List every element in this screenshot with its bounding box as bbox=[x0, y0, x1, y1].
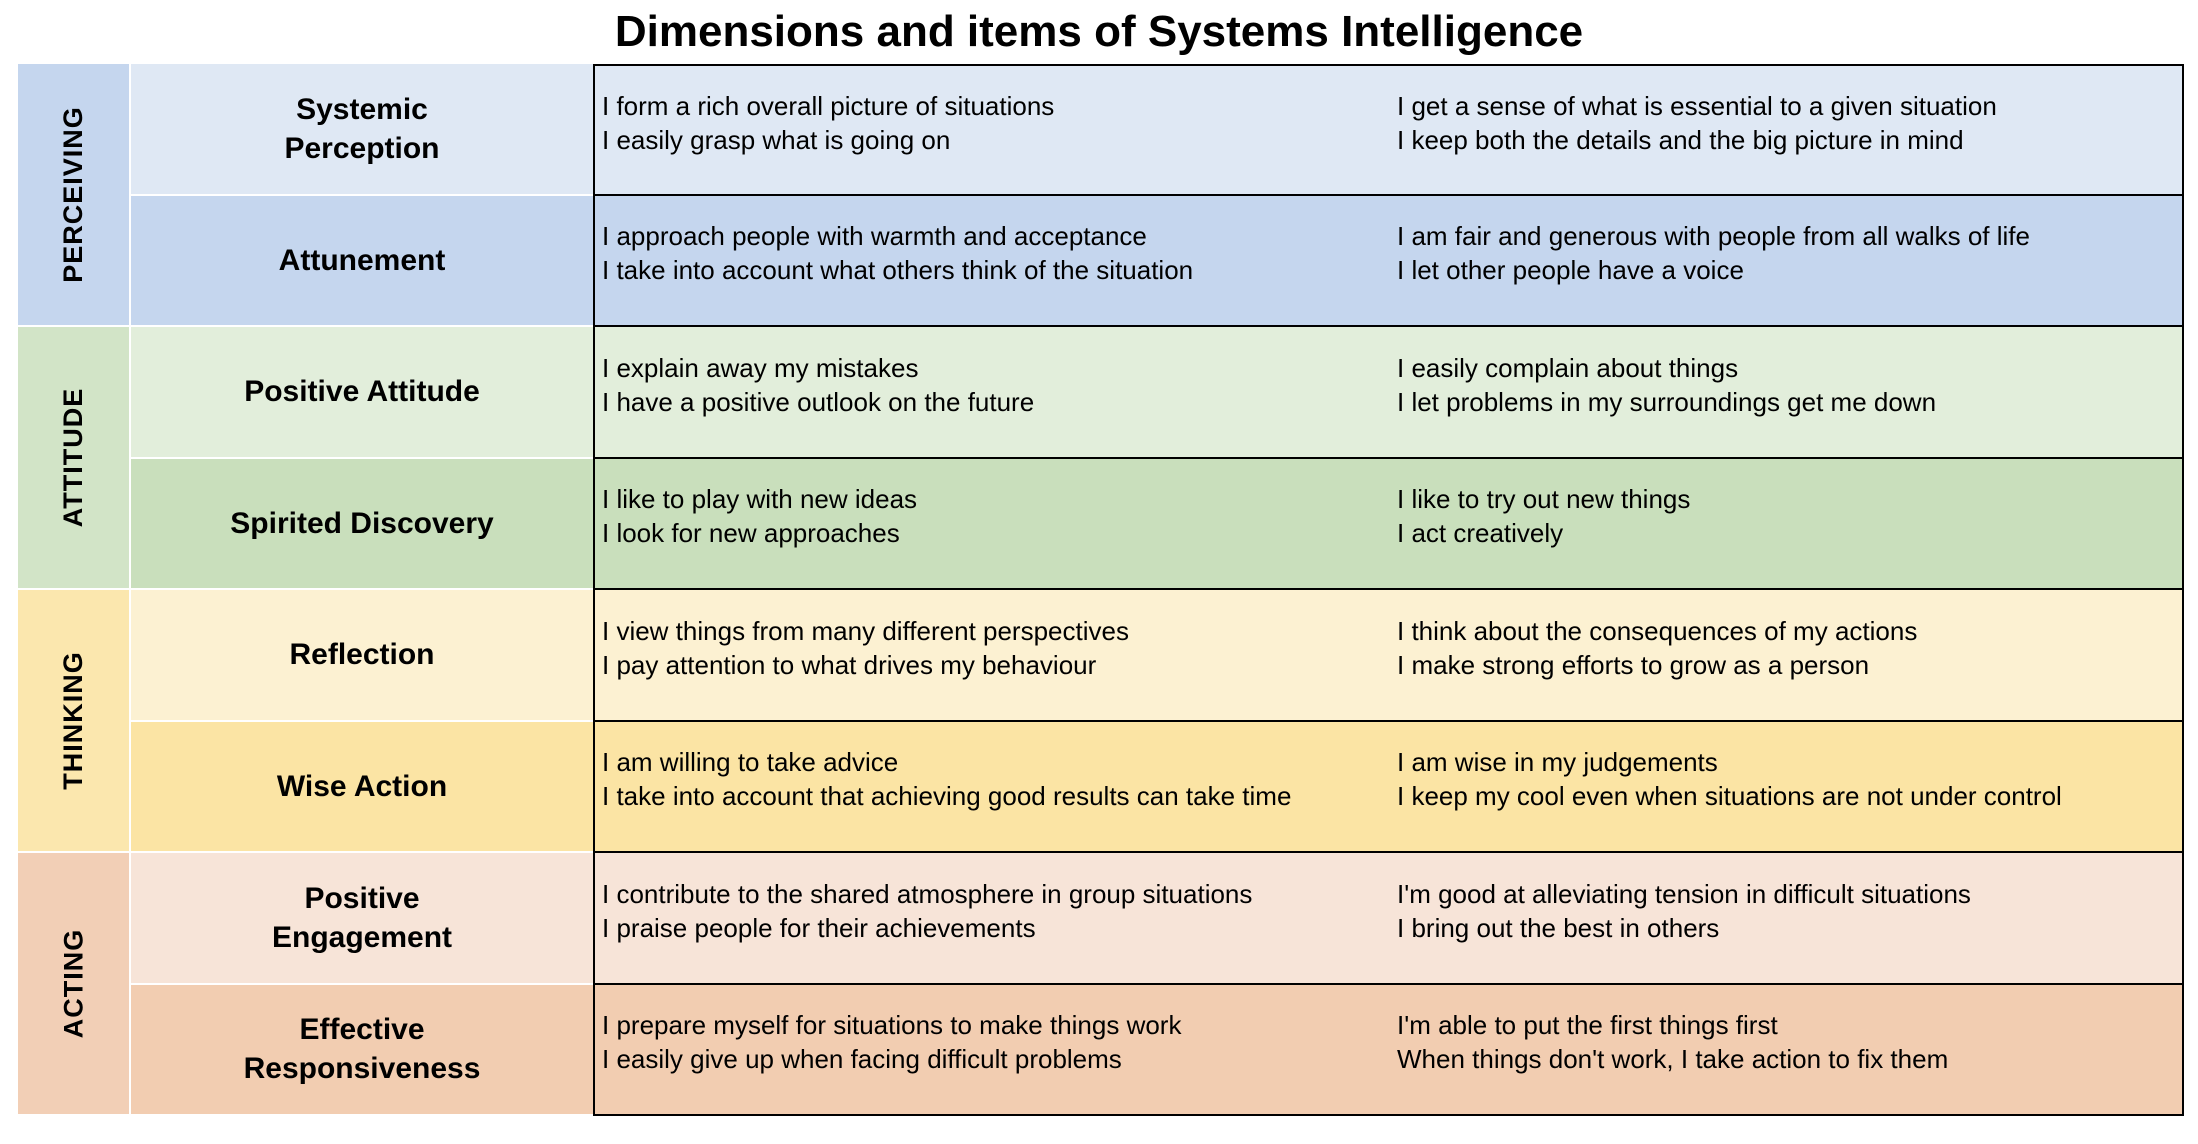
item-text: I like to play with new ideas bbox=[602, 484, 918, 515]
item-text: I prepare myself for situations to make … bbox=[602, 1010, 1182, 1041]
group-label: THINKING bbox=[58, 651, 88, 790]
dimension-label: Positive Attitude bbox=[244, 375, 480, 409]
group-label: PERCEIVING bbox=[58, 106, 89, 283]
item-text: I pay attention to what drives my behavi… bbox=[602, 649, 1097, 680]
items-left: I contribute to the shared atmosphere in… bbox=[593, 853, 1390, 985]
dimension-label: Attunement bbox=[278, 243, 446, 277]
item-text: I'm good at alleviating tension in diffi… bbox=[1397, 878, 1971, 909]
group-label: ATTITUDE bbox=[58, 387, 89, 528]
items-right: I easily complain about things I let pro… bbox=[1390, 327, 2184, 459]
items-left: I like to play with new ideas I look for… bbox=[593, 458, 1390, 590]
dimension-systemic-perception: Systemic Perception bbox=[131, 64, 593, 196]
item-text: I contribute to the shared atmosphere in… bbox=[602, 878, 1253, 909]
items-right: I get a sense of what is essential to a … bbox=[1390, 64, 2184, 196]
dimension-wise-action: Wise Action bbox=[131, 721, 593, 853]
item-text: I am wise in my judgements bbox=[1397, 747, 1718, 778]
items-left: I am willing to take advice I take into … bbox=[593, 721, 1390, 853]
dimension-label: Spirited Discovery bbox=[230, 506, 494, 540]
item-text: I explain away my mistakes bbox=[602, 352, 919, 383]
item-text: I form a rich overall picture of situati… bbox=[602, 90, 1055, 121]
item-text: I keep both the details and the big pict… bbox=[1397, 124, 1964, 155]
item-text: I take into account what others think of… bbox=[602, 255, 1194, 286]
dimension-positive-engagement: Positive Engagement bbox=[131, 853, 593, 985]
dimension-reflection: Reflection bbox=[131, 590, 593, 722]
item-text: I make strong efforts to grow as a perso… bbox=[1397, 649, 1870, 680]
items-right: I am wise in my judgements I keep my coo… bbox=[1390, 721, 2184, 853]
item-text: I let problems in my surroundings get me… bbox=[1397, 386, 1937, 417]
group-label: ACTING bbox=[58, 928, 88, 1039]
item-text: I easily give up when facing difficult p… bbox=[602, 1044, 1122, 1075]
item-text: I take into account that achieving good … bbox=[602, 781, 1292, 812]
item-text: I like to try out new things bbox=[1397, 484, 1691, 515]
items-left: I explain away my mistakes I have a posi… bbox=[593, 327, 1390, 459]
items-right: I'm good at alleviating tension in diffi… bbox=[1390, 853, 2184, 985]
dimension-label: Positive Engagement bbox=[271, 881, 453, 954]
group-acting: ACTING bbox=[18, 853, 131, 1116]
item-text: I'm able to put the first things first bbox=[1397, 1010, 1778, 1041]
group-attitude: ATTITUDE bbox=[18, 327, 131, 590]
item-text: I am willing to take advice bbox=[602, 747, 899, 778]
item-text: I bring out the best in others bbox=[1397, 912, 1720, 943]
dimension-positive-attitude: Positive Attitude bbox=[131, 327, 593, 459]
item-text: I have a positive outlook on the future bbox=[602, 386, 1035, 417]
item-text: I think about the consequences of my act… bbox=[1397, 615, 1918, 646]
item-text: I easily grasp what is going on bbox=[602, 124, 951, 155]
dimension-spirited-discovery: Spirited Discovery bbox=[131, 458, 593, 590]
item-text: I easily complain about things bbox=[1397, 352, 1739, 383]
dimension-effective-responsiveness: Effective Responsiveness bbox=[131, 984, 593, 1116]
item-text: I get a sense of what is essential to a … bbox=[1397, 90, 1997, 121]
items-right: I think about the consequences of my act… bbox=[1390, 590, 2184, 722]
dimension-label: Systemic Perception bbox=[284, 92, 440, 165]
item-text: I praise people for their achievements bbox=[602, 912, 1036, 943]
group-thinking: THINKING bbox=[18, 590, 131, 853]
dimension-label: Effective Responsiveness bbox=[243, 1013, 481, 1086]
items-left: I view things from many different perspe… bbox=[593, 590, 1390, 722]
items-left: I prepare myself for situations to make … bbox=[593, 984, 1390, 1116]
item-text: I let other people have a voice bbox=[1397, 255, 1744, 286]
dimension-label: Wise Action bbox=[276, 769, 448, 803]
item-text: I view things from many different perspe… bbox=[602, 615, 1129, 646]
items-right: I'm able to put the first things first W… bbox=[1390, 984, 2184, 1116]
item-text: I act creatively bbox=[1397, 518, 1564, 549]
dimension-attunement: Attunement bbox=[131, 195, 593, 327]
item-text: I approach people with warmth and accept… bbox=[602, 221, 1147, 252]
items-left: I approach people with warmth and accept… bbox=[593, 195, 1390, 327]
dimension-label: Reflection bbox=[289, 638, 435, 672]
page-title: Dimensions and items of Systems Intellig… bbox=[614, 7, 1584, 56]
items-left: I form a rich overall picture of situati… bbox=[593, 64, 1390, 196]
item-text: I look for new approaches bbox=[602, 518, 900, 549]
group-perceiving: PERCEIVING bbox=[18, 64, 131, 327]
item-text: I keep my cool even when situations are … bbox=[1397, 781, 2062, 812]
si-table: PERCEIVING Systemic Perception I form a … bbox=[18, 64, 2184, 1116]
items-right: I am fair and generous with people from … bbox=[1390, 195, 2184, 327]
item-text: I am fair and generous with people from … bbox=[1397, 221, 2030, 252]
item-text: When things don't work, I take action to… bbox=[1397, 1044, 1949, 1075]
items-right: I like to try out new things I act creat… bbox=[1390, 458, 2184, 590]
